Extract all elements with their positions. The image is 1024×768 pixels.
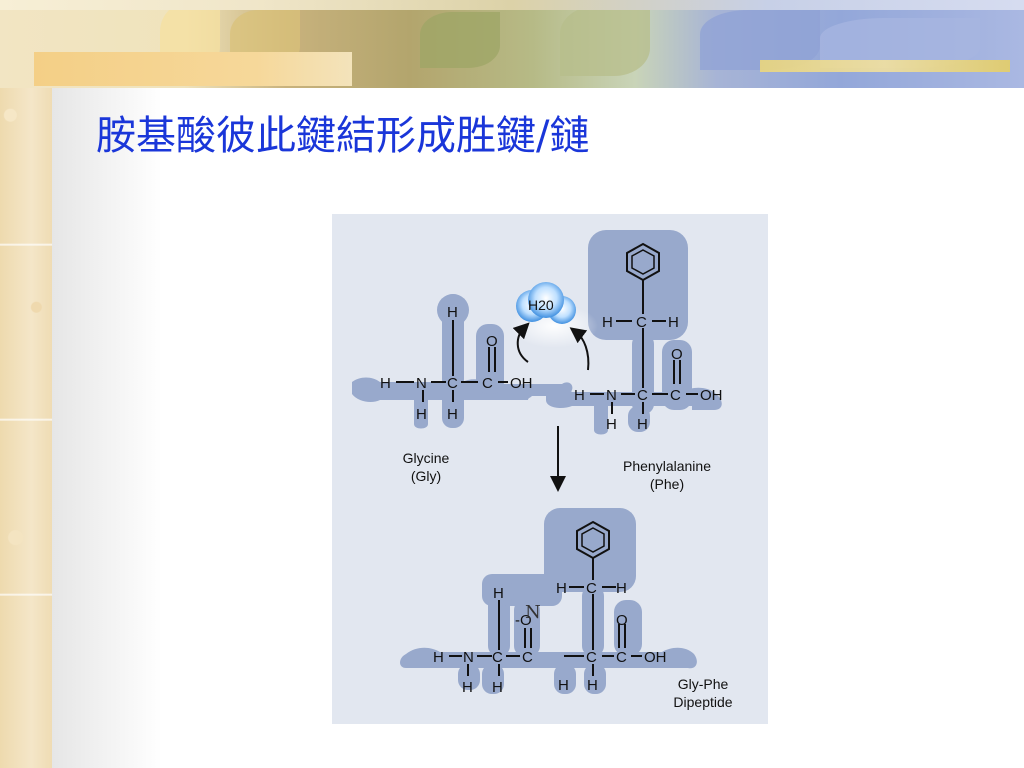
gly-atom-h-left: H — [380, 375, 391, 392]
dip-atom-h-n: H — [462, 679, 473, 696]
glycine-name-label: Glycine — [402, 450, 450, 466]
phe-atom-h-c: H — [637, 416, 648, 433]
top-decor-banner — [0, 0, 1024, 88]
dip-atom-h-c-gly: H — [492, 679, 503, 696]
dip-atom-n-overlay: N — [525, 602, 541, 623]
dip-atom-c-alpha-gly: C — [492, 649, 503, 666]
leaf-decor — [560, 6, 650, 76]
phe-atom-h-right: H — [668, 314, 679, 331]
gly-atom-h-top: H — [447, 304, 458, 321]
dip-atom-h-right-ch: H — [616, 580, 627, 597]
dipeptide-molecule — [449, 520, 642, 676]
left-shadow-gradient — [52, 88, 162, 768]
dipeptide-name-label: Gly-Phe — [677, 676, 729, 692]
dipeptide-atoms: H H C H -O N O H N C C C C OH H H H H — [433, 580, 667, 696]
gly-atom-oh: OH — [510, 375, 533, 392]
water-label: H20 — [528, 297, 554, 313]
leaf-decor — [820, 18, 980, 68]
peptide-diagram: H O H N C C OH H H H — [352, 230, 723, 696]
gly-atom-h-c: H — [447, 406, 458, 423]
dip-atom-c-carboxyl-phe: C — [616, 649, 627, 666]
peptide-bond-figure: H O H N C C OH H H H — [332, 214, 768, 724]
glycine-highlight — [352, 294, 573, 429]
phe-atom-n: N — [606, 387, 617, 404]
dip-atom-h-left-ch: H — [556, 580, 567, 597]
gly-atom-c-alpha: C — [447, 375, 458, 392]
dip-atom-dash-o: -O — [515, 612, 532, 629]
dip-atom-oh: OH — [644, 649, 667, 666]
dip-atom-c-carbonyl-gly: C — [522, 649, 533, 666]
gly-atom-n: N — [416, 375, 427, 392]
dip-atom-n-gly: N — [463, 649, 474, 666]
phe-atom-c-beta: C — [636, 314, 647, 331]
glycine-molecule — [396, 320, 508, 402]
arrow-h-to-water — [569, 327, 590, 371]
dip-atom-c-beta: C — [586, 580, 597, 597]
phenylalanine-name-label: Phenylalanine — [623, 458, 711, 474]
dipeptide-highlight — [400, 508, 697, 694]
phe-atom-oh: OH — [700, 387, 723, 404]
left-decor-band — [0, 0, 52, 768]
slide-title: 胺基酸彼此鍵結形成胜鍵/鏈 — [96, 113, 590, 159]
phenylalanine-abbr-label: (Phe) — [649, 476, 685, 492]
gly-atom-o: O — [486, 333, 498, 350]
gly-atom-c-carboxyl: C — [482, 375, 493, 392]
dip-atom-h-top-gly: H — [493, 585, 504, 602]
glycine-abbr-label: (Gly) — [410, 468, 442, 484]
phe-atom-h-n: H — [606, 416, 617, 433]
gly-atom-h-n: H — [416, 406, 427, 423]
leaf-decor — [420, 12, 500, 68]
arrow-oh-to-water — [512, 322, 530, 363]
dip-atom-h-c-phe: H — [587, 677, 598, 694]
dip-atom-h-nh: H — [558, 677, 569, 694]
phe-atom-c-carboxyl: C — [670, 387, 681, 404]
orange-accent-bar — [34, 52, 352, 86]
phe-atom-h-n-left: H — [574, 387, 585, 404]
phenylalanine-highlight — [546, 230, 722, 435]
gold-streak-decor — [760, 60, 1010, 72]
phe-atom-h-left: H — [602, 314, 613, 331]
dip-atom-h-left: H — [433, 649, 444, 666]
top-strip-decor — [0, 0, 1024, 10]
water-molecule: H20 — [510, 282, 598, 348]
phenylalanine-atoms: H C H O H N C C OH H H — [574, 314, 723, 433]
phe-atom-o: O — [671, 346, 683, 363]
phenylalanine-molecule — [590, 242, 698, 414]
phe-atom-c-alpha: C — [637, 387, 648, 404]
dipeptide-type-label: Dipeptide — [673, 694, 733, 710]
dip-atom-c-alpha-phe: C — [586, 649, 597, 666]
glycine-atoms: H O H N C C OH H H — [380, 304, 533, 423]
dip-atom-o-phe: O — [616, 612, 628, 629]
